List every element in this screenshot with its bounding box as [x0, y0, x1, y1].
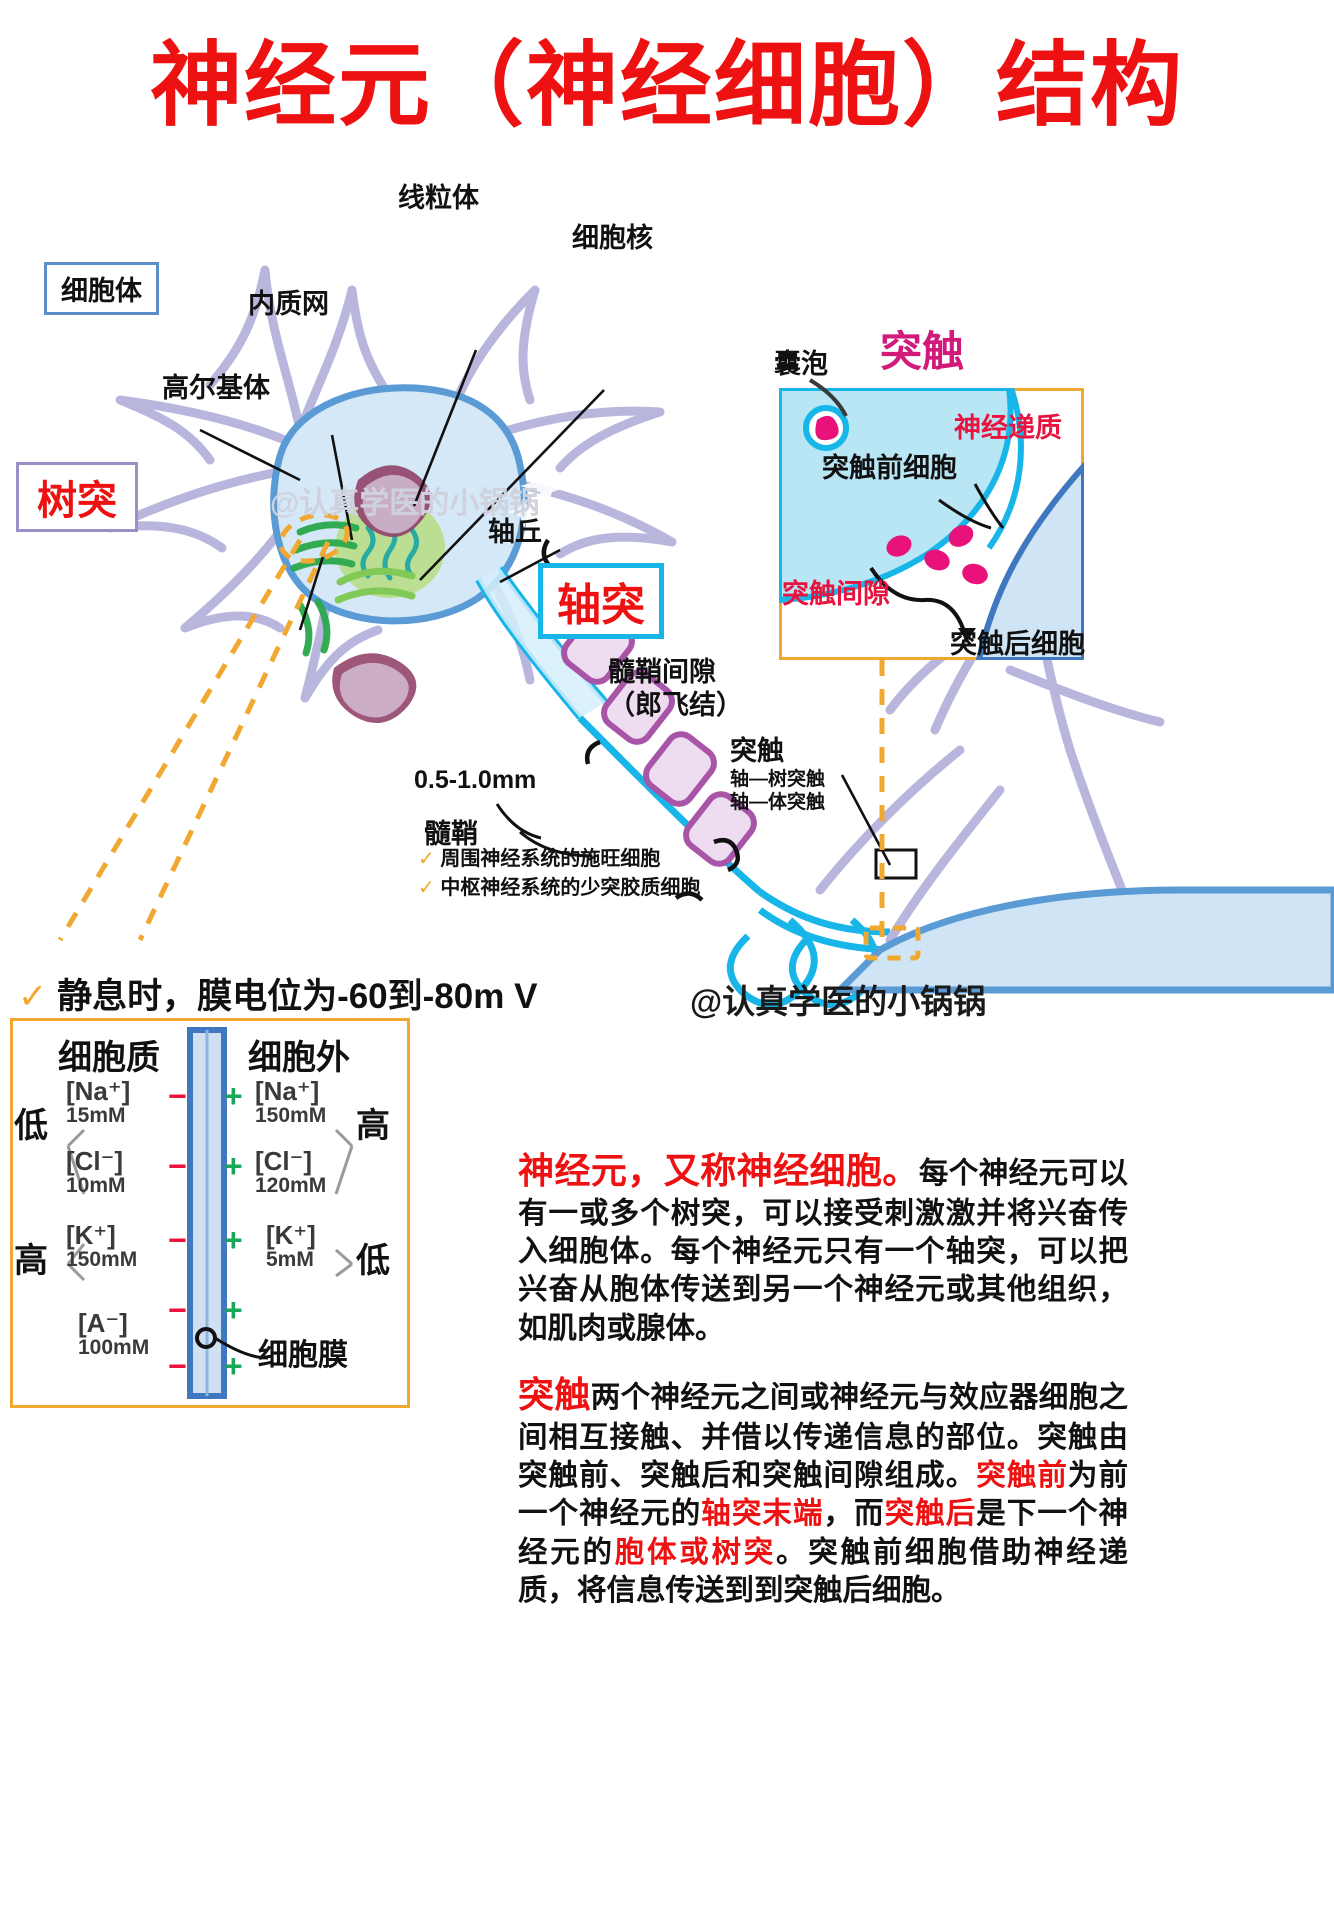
sign-plus: +: [224, 1078, 243, 1114]
paragraph-synapse-heading: 突触: [518, 1374, 591, 1415]
ion-row-k-out: [K⁺] 5mM: [266, 1220, 316, 1271]
sign-minus: −: [168, 1078, 187, 1114]
sign-plus: +: [224, 1348, 243, 1384]
p2-c: 为前一个神经元的: [518, 1459, 1128, 1531]
sign-minus: −: [168, 1292, 187, 1328]
ion-row-cl-out: [Cl⁻] 120mM: [255, 1146, 327, 1197]
node-line1: 髓鞘间隙: [608, 657, 716, 687]
p2-h: 胞体或树突: [614, 1535, 776, 1569]
watermark-faint: @认真学医的小锅锅: [270, 487, 540, 520]
myelin-item-2: 中枢神经系统的少突胶质细胞: [440, 877, 701, 899]
sign-minus: −: [168, 1148, 187, 1184]
ion-tag-right-high: 高: [356, 1107, 390, 1145]
paragraph-neuron-body: 每个神经元可以有一或多个树突，可以接受刺激激并将兴奋传入细胞体。每个神经元只有一…: [518, 1157, 1128, 1345]
synapse-pointer-l1: 轴—树突触: [730, 768, 826, 790]
ion-col-cytoplasm: 细胞质: [58, 1039, 160, 1077]
page-title: 神经元（神经细胞）结构: [149, 35, 1184, 137]
label-nucleus: 细胞核: [572, 223, 653, 253]
sign-plus: +: [224, 1292, 243, 1328]
p2-f: 突触后: [884, 1497, 977, 1531]
label-mitochondria: 线粒体: [398, 183, 479, 213]
p2-a: 两个神经元之间或神经元与效应器细胞之间相互接触、并借以传递信息的部位。突触由突触…: [518, 1381, 1128, 1493]
ion-col-extracellular: 细胞外: [248, 1039, 350, 1077]
sign-plus: +: [224, 1222, 243, 1258]
ion-row-k-in: [K⁺] 150mM: [66, 1220, 138, 1271]
label-vesicle: 囊泡: [774, 349, 828, 379]
label-cell-body: 细胞体: [44, 262, 159, 315]
label-postsynaptic: 突触后细胞: [950, 629, 1085, 659]
vesicle-leader: [808, 378, 848, 417]
ion-tag-left-high: 高: [14, 1242, 48, 1280]
synapse-pointer-l2: 轴—体突触: [730, 792, 826, 814]
label-cleft: 突触间隙: [782, 579, 890, 609]
sign-plus: +: [224, 1148, 243, 1184]
sign-minus: −: [168, 1222, 187, 1258]
check-icon: ✓: [418, 848, 435, 870]
resting-potential-line: ✓ 静息时，膜电位为-60到-80m V: [18, 968, 537, 1019]
resting-potential-text: 静息时，膜电位为-60到-80m V: [57, 977, 538, 1016]
sign-minus: −: [168, 1348, 187, 1384]
ion-row-a-in: [A⁻] 100mM: [78, 1308, 150, 1359]
ion-row-cl-in: [Cl⁻] 10mM: [66, 1146, 126, 1197]
label-presynaptic: 突触前细胞: [822, 453, 957, 483]
watermark-solid: @认真学医的小锅锅: [690, 983, 987, 1020]
label-neurotransmitter: 神经递质: [954, 413, 1062, 443]
label-node-of-ranvier: 髓鞘间隙 （郎飞结）: [608, 656, 743, 722]
p2-g: 是下一个神经元的: [518, 1497, 1128, 1569]
synapse-pointer-title: 突触: [730, 736, 784, 766]
myelin-item-1: 周围神经系统的施旺细胞: [440, 848, 661, 870]
label-internode-length: 0.5-1.0mm: [414, 766, 537, 794]
label-axon: 轴突: [538, 563, 664, 639]
p2-d: 轴突末端: [701, 1497, 824, 1531]
label-myelin: 髓鞘: [424, 819, 478, 849]
p2-b: 突触前: [976, 1459, 1068, 1493]
label-cell-membrane: 细胞膜: [258, 1339, 348, 1372]
label-golgi: 高尔基体: [162, 373, 270, 403]
label-axon-hillock: 轴丘: [488, 517, 542, 547]
ion-row-na-out: [Na⁺] 150mM: [255, 1076, 327, 1127]
ion-tag-left-low: 低: [14, 1107, 48, 1145]
label-er: 内质网: [248, 289, 329, 319]
synapse-panel-title: 突触: [880, 328, 965, 375]
synapse-panel-graphic: [779, 388, 1084, 660]
paragraph-neuron: 神经元，又称神经细胞。每个神经元可以有一或多个树突，可以接受刺激激并将兴奋传入细…: [518, 1148, 1128, 1348]
check-icon: ✓: [418, 877, 435, 899]
check-icon: ✓: [18, 977, 48, 1016]
myelin-checklist: ✓ 周围神经系统的施旺细胞 ✓ 中枢神经系统的少突胶质细胞: [418, 845, 700, 903]
ion-row-na-in: [Na⁺] 15mM: [66, 1076, 131, 1127]
paragraph-neuron-heading: 神经元，又称神经细胞。: [518, 1150, 919, 1191]
node-line2: （郎飞结）: [608, 689, 743, 720]
paragraph-synapse: 突触两个神经元之间或神经元与效应器细胞之间相互接触、并借以传递信息的部位。突触由…: [518, 1372, 1128, 1611]
label-dendrite: 树突: [16, 462, 138, 532]
ion-tag-right-low: 低: [356, 1242, 390, 1280]
p2-e: ，而: [823, 1497, 885, 1531]
ion-table-membrane: [66, 1027, 354, 1399]
label-synapse-pointer: 突触 轴—树突触 轴—体突触: [730, 735, 825, 814]
synapse-zoom-connector: [863, 660, 921, 961]
p2-i: 。突触前细胞借助神经递质，将信息传送到到突触后细胞。: [518, 1535, 1128, 1608]
